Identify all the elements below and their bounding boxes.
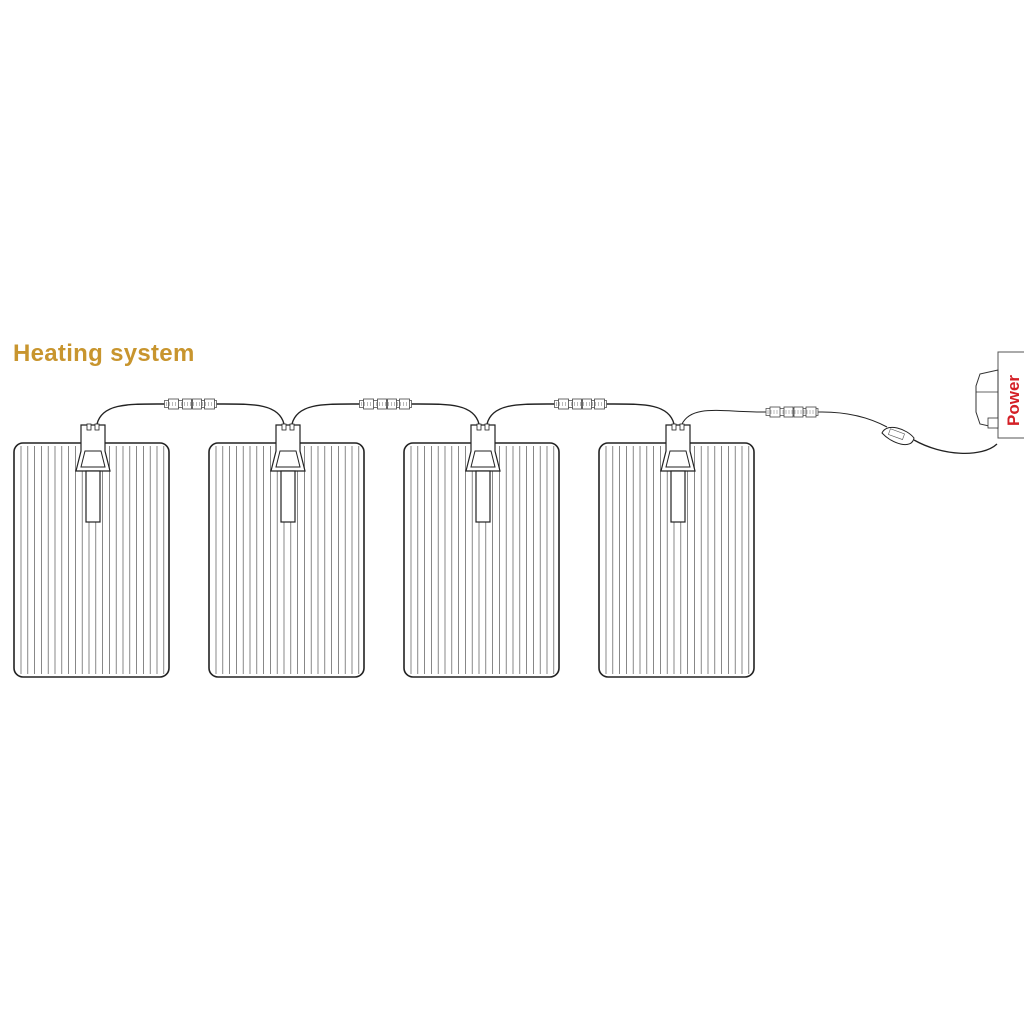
cable-connector <box>164 398 217 410</box>
power-plug-icon <box>975 369 999 429</box>
terminal-stem <box>670 470 686 523</box>
power-label: Power <box>1004 375 1023 426</box>
cable-connector <box>765 406 819 418</box>
cables <box>96 398 998 454</box>
power-supply: Power <box>975 351 1024 439</box>
heating-panel <box>598 423 755 678</box>
terminal-box <box>660 424 696 472</box>
terminal-stem <box>475 470 491 523</box>
terminal-stem <box>280 470 296 523</box>
heating-panel <box>208 423 365 678</box>
heating-panel <box>403 423 560 678</box>
cable <box>913 439 998 454</box>
terminal-box <box>270 424 306 472</box>
terminal-box <box>75 424 111 472</box>
cable-connector <box>359 398 412 410</box>
heating-panels <box>13 423 755 678</box>
terminal-stem <box>85 470 101 523</box>
terminal-box <box>465 424 501 472</box>
inline-controller <box>881 426 915 446</box>
cable-connector <box>554 398 607 410</box>
diagram-title: Heating system <box>13 340 195 367</box>
cable <box>681 409 888 428</box>
heating-panel <box>13 423 170 678</box>
